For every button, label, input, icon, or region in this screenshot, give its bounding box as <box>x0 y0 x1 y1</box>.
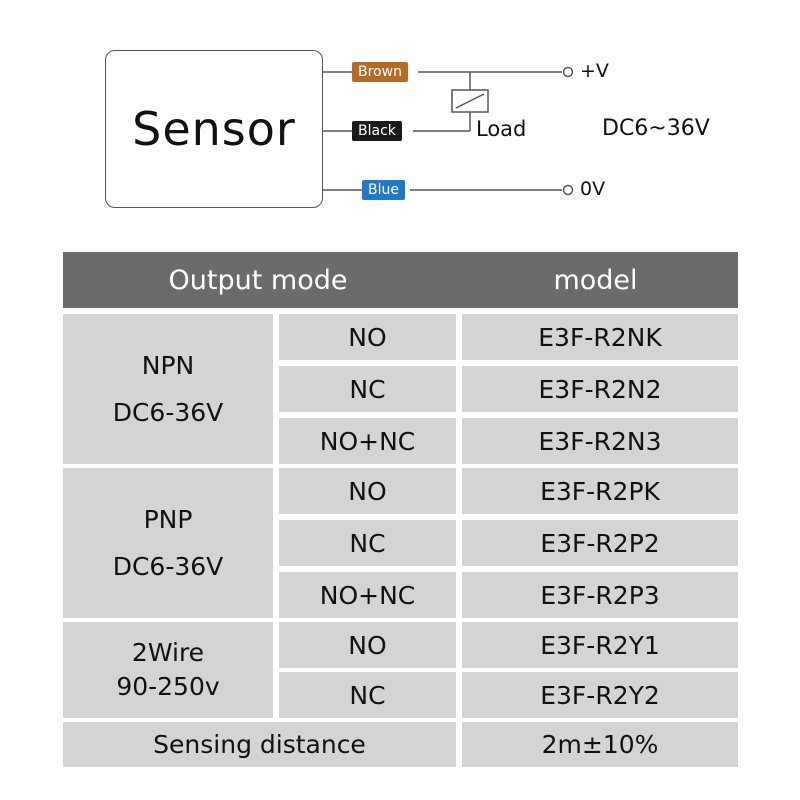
sensor-label: Sensor <box>132 102 296 156</box>
pnp-mode-nc: NC <box>279 520 456 566</box>
sensor-box: Sensor <box>105 50 323 208</box>
npn-model-nonc: E3F-R2N3 <box>462 418 738 464</box>
sensing-distance-value: 2m±10% <box>462 722 738 767</box>
twowire-group-cell: 2Wire 90-250v <box>63 622 273 718</box>
wiring-diagram <box>323 66 574 196</box>
twowire-model-no: E3F-R2Y1 <box>462 622 738 668</box>
npn-type: NPN <box>141 350 195 380</box>
load-label: Load <box>476 117 527 141</box>
twowire-mode-nc: NC <box>279 672 456 718</box>
output-mode-header: Output mode <box>63 252 453 308</box>
pnp-model-nc: E3F-R2P2 <box>462 520 738 566</box>
pnp-group-cell: PNP DC6-36V <box>63 468 273 618</box>
npn-model-no: E3F-R2NK <box>462 314 738 360</box>
twowire-model-nc: E3F-R2Y2 <box>462 672 738 718</box>
blue-wire-tag: Blue <box>362 180 405 200</box>
twowire-type: 2Wire <box>131 638 205 668</box>
pnp-mode-nonc: NO+NC <box>279 572 456 618</box>
npn-mode-no: NO <box>279 314 456 360</box>
npn-model-nc: E3F-R2N2 <box>462 366 738 412</box>
model-table: Output mode model NPN DC6-36V NO E3F-R2N… <box>63 252 738 767</box>
pnp-model-no: E3F-R2PK <box>462 468 738 514</box>
npn-mode-nonc: NO+NC <box>279 418 456 464</box>
pnp-voltage: DC6-36V <box>112 552 224 581</box>
pnp-model-nonc: E3F-R2P3 <box>462 572 738 618</box>
pnp-mode-no: NO <box>279 468 456 514</box>
twowire-mode-no: NO <box>279 622 456 668</box>
twowire-voltage: 90-250v <box>116 672 220 701</box>
npn-group-cell: NPN DC6-36V <box>63 314 273 464</box>
sensing-distance-label: Sensing distance <box>63 722 456 767</box>
zero-terminal-icon <box>562 184 574 196</box>
zero-voltage-label: 0V <box>580 178 606 200</box>
load-coil-slash <box>455 93 485 109</box>
brown-wire-tag: Brown <box>352 62 408 82</box>
positive-terminal-icon <box>562 66 574 78</box>
positive-voltage-label: +V <box>580 60 609 82</box>
model-header: model <box>453 252 738 308</box>
pnp-type: PNP <box>143 504 193 534</box>
supply-voltage-label: DC6~36V <box>602 116 710 141</box>
npn-voltage: DC6-36V <box>112 398 224 427</box>
npn-mode-nc: NC <box>279 366 456 412</box>
black-wire-tag: Black <box>352 121 402 141</box>
